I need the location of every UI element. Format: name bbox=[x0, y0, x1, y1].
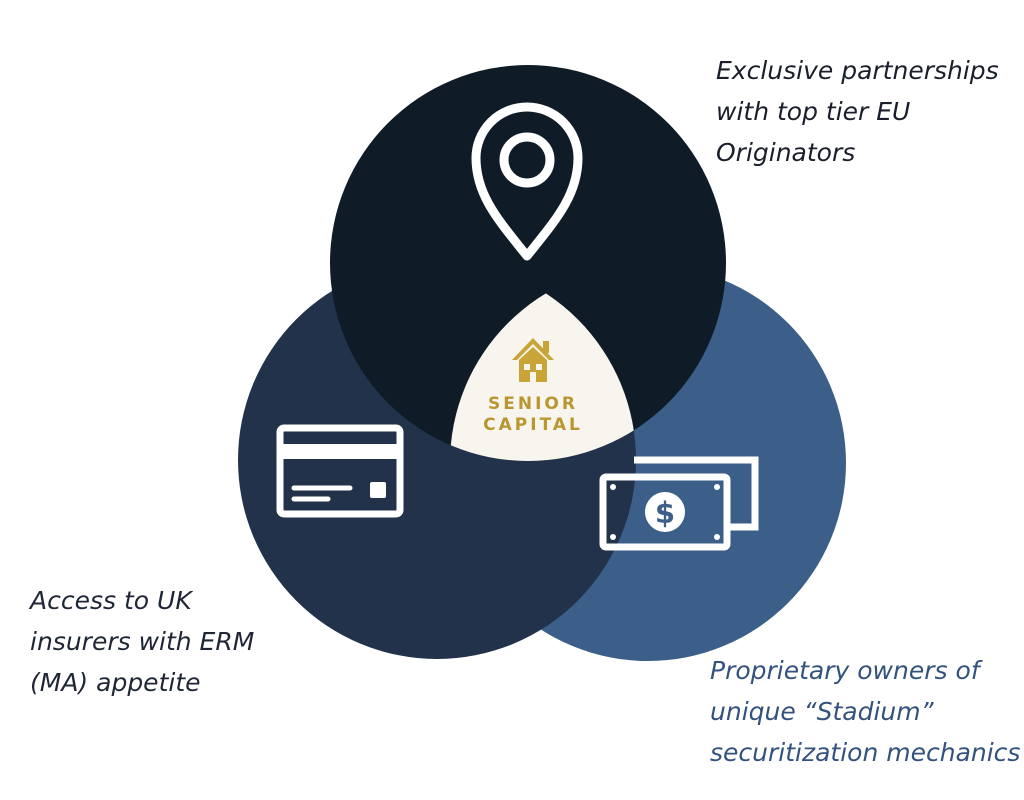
caption-top-line: Exclusive partnerships bbox=[716, 56, 999, 85]
dollar-sign-icon: $ bbox=[655, 496, 675, 530]
location-pin-icon bbox=[471, 102, 583, 261]
caption-top-line: with top tier EU bbox=[716, 97, 911, 126]
caption-right-line: unique “Stadium” bbox=[710, 697, 934, 726]
caption-left-line: (MA) appetite bbox=[30, 668, 201, 697]
caption-right-line: Proprietary owners of bbox=[710, 656, 980, 685]
caption-left: Access to UK insurers with ERM (MA) appe… bbox=[30, 580, 254, 703]
caption-left-line: Access to UK bbox=[30, 586, 192, 615]
caption-left-line: insurers with ERM bbox=[30, 627, 255, 656]
caption-top: Exclusive partnerships with top tier EU … bbox=[716, 50, 999, 173]
center-title-line-1: SENIOR bbox=[488, 394, 578, 414]
circle-top bbox=[330, 65, 726, 461]
cash-icon bbox=[599, 456, 759, 551]
house-icon bbox=[512, 338, 554, 382]
center-overlap bbox=[450, 265, 636, 461]
caption-top-line: Originators bbox=[716, 138, 856, 167]
caption-right-line: securitization mechanics bbox=[710, 738, 1021, 767]
credit-card-icon bbox=[276, 424, 404, 518]
center-title-line-2: CAPITAL bbox=[483, 415, 583, 435]
caption-right: Proprietary owners of unique “Stadium” s… bbox=[710, 650, 1020, 773]
